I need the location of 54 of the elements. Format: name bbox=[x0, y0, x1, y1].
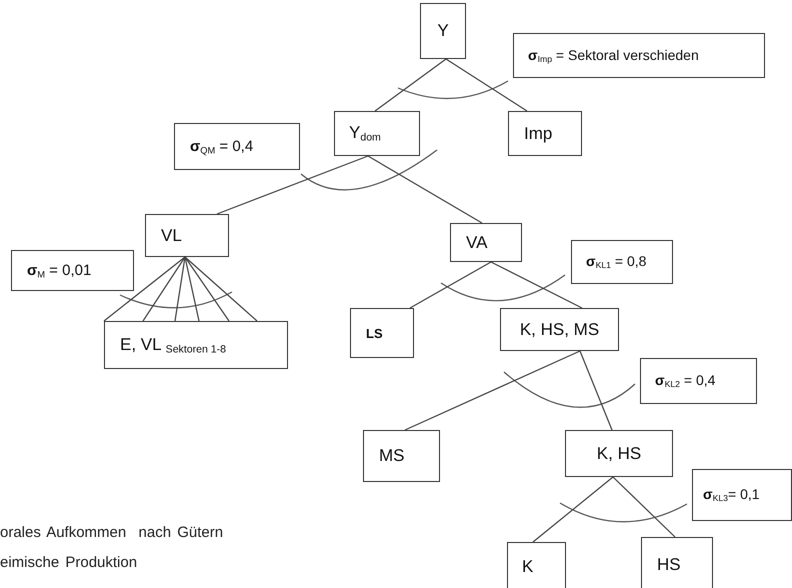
node-label: σ$_{KL2}$ = 0,4 bbox=[655, 372, 716, 390]
node-label: Y$_{dom}$ bbox=[349, 123, 381, 144]
tree-branch-line bbox=[174, 256, 186, 322]
tree-branch-line bbox=[532, 476, 614, 542]
tree-branch-line bbox=[184, 256, 230, 322]
tree-branch-line bbox=[490, 261, 582, 309]
node-box bbox=[500, 308, 619, 351]
node-label: MS bbox=[379, 446, 404, 466]
node-label: Y bbox=[437, 21, 449, 41]
node-box bbox=[640, 358, 757, 404]
node-label: HS bbox=[657, 554, 681, 574]
node-box bbox=[11, 250, 134, 291]
tree-branch-line bbox=[142, 256, 186, 322]
tree-branch-line bbox=[446, 58, 528, 112]
node-box bbox=[641, 537, 713, 588]
node-label: K, HS, MS bbox=[520, 320, 600, 340]
tree-branch-line bbox=[184, 256, 258, 322]
tree-branch-line bbox=[410, 261, 492, 309]
node-box bbox=[571, 240, 673, 284]
node-label: σ$_{M}$ = 0,01 bbox=[27, 262, 92, 280]
tree-branch-line bbox=[579, 350, 613, 430]
node-box bbox=[145, 214, 229, 257]
node-box bbox=[507, 542, 566, 588]
tree-branch-line bbox=[184, 256, 200, 322]
tree-branch-line bbox=[216, 155, 368, 215]
node-box bbox=[565, 430, 673, 477]
node-label: K, HS bbox=[596, 444, 642, 464]
node-box bbox=[513, 33, 765, 78]
tree-branch-line bbox=[368, 155, 482, 224]
node-label: σ$_{QM}$ = 0,4 bbox=[190, 138, 254, 156]
note-text: eimische Produktion bbox=[0, 554, 138, 571]
tree-branch-line bbox=[374, 58, 446, 112]
node-label: VL bbox=[161, 226, 182, 246]
node-box bbox=[508, 111, 582, 156]
node-label: VA bbox=[466, 232, 488, 252]
tree-branch-line bbox=[104, 256, 186, 322]
node-box bbox=[334, 111, 420, 156]
node-box bbox=[350, 308, 414, 358]
node-box bbox=[420, 3, 466, 59]
node-box bbox=[363, 430, 440, 482]
node-box bbox=[450, 223, 522, 262]
node-label: E, VL $_{Sektoren 1-8}$ bbox=[120, 334, 226, 356]
node-box bbox=[692, 469, 792, 521]
node-label: Imp bbox=[524, 124, 552, 144]
node-label: σ$_{KL3}$= 0,1 bbox=[703, 486, 760, 504]
node-label: σ$_{Imp}$ = Sektoral verschieden bbox=[528, 46, 699, 64]
tree-branch-line bbox=[404, 350, 580, 431]
node-box bbox=[104, 321, 288, 369]
note-text: orales Aufkommen nach Gütern bbox=[0, 524, 224, 541]
node-label: LS bbox=[366, 326, 383, 340]
tree-branch-line bbox=[612, 476, 676, 538]
node-label: σ$_{KL1}$ = 0,8 bbox=[586, 253, 646, 271]
node-label: K bbox=[522, 557, 534, 577]
node-box bbox=[174, 123, 300, 170]
